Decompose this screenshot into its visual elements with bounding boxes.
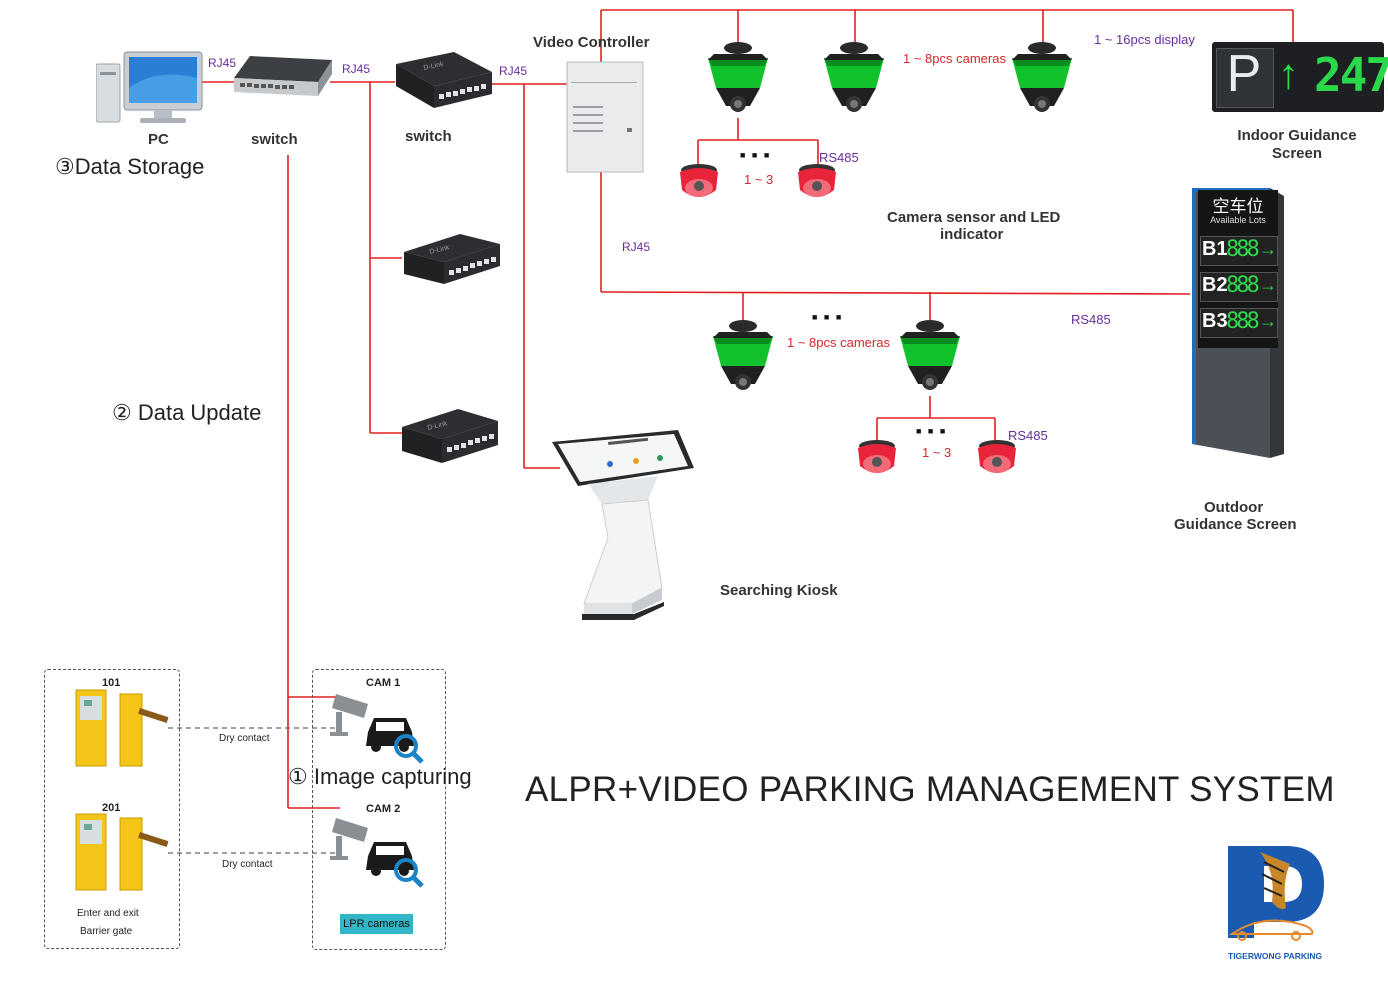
camera-sensor-label-2: indicator — [940, 226, 1004, 243]
floor-b1-count: 888 — [1226, 237, 1260, 262]
floor-b3-label: B3 — [1202, 310, 1228, 332]
svg-text:D-Link: D-Link — [427, 420, 449, 432]
svg-text:D-Link: D-Link — [423, 61, 445, 72]
dry-contact-2: Dry contact — [222, 859, 273, 870]
guidance-camera-1-icon — [708, 42, 768, 112]
indoor-screen-label: Indoor Guidance Screen — [1237, 127, 1357, 162]
guidance-camera-3-icon — [1012, 42, 1072, 112]
barrier-gate-2-icon — [75, 813, 169, 891]
switch-2-icon: D-Link — [396, 52, 492, 108]
up-arrow-icon: ↑ — [1278, 50, 1299, 97]
lpr-camera-group — [312, 669, 446, 950]
data-update-step: ② Data Update — [112, 400, 262, 425]
guidance-camera-4-icon — [713, 320, 773, 390]
floor-b2-count: 888 — [1226, 273, 1260, 298]
gate-caption-2: Barrier gate — [80, 926, 133, 937]
display-count-label: 1 ~ 16pcs display — [1094, 32, 1195, 47]
led-indicator-3-icon — [858, 440, 896, 473]
floor-b1-label: B1 — [1202, 238, 1228, 260]
led-indicator-1-icon — [680, 164, 718, 197]
lpr-camera-1-icon — [330, 694, 424, 764]
floor-row-b2: B2 888 → — [1200, 272, 1278, 302]
switch-1-label: switch — [251, 131, 298, 148]
available-lots-header-en: Available Lots — [1210, 215, 1266, 225]
led-indicator-4-icon — [978, 440, 1016, 473]
pc-label: PC — [148, 131, 169, 148]
right-arrow-icon: → — [1259, 239, 1277, 259]
right-arrow-icon: → — [1259, 311, 1277, 331]
guidance-camera-5-icon — [900, 320, 960, 390]
indoor-lot-count: 247 — [1314, 48, 1388, 102]
floor-row-b1: B1 888 → — [1200, 236, 1278, 266]
sensors-count-top: 1 ~ 3 — [744, 172, 774, 187]
outdoor-screen-label-1: Outdoor — [1204, 499, 1264, 516]
dots-bottom-sensors: ■ ■ ■ — [916, 426, 948, 436]
parking-p-sign: P — [1226, 45, 1262, 103]
lpr-cameras-badge: LPR cameras — [340, 914, 413, 934]
outdoor-screen-label-2: Guidance Screen — [1174, 516, 1297, 533]
indoor-guidance-screen: P ↑ 247 — [1212, 42, 1388, 112]
floor-b2-label: B2 — [1202, 274, 1228, 296]
barrier-gate-group — [44, 669, 180, 949]
cameras-count-top: 1 ~ 8pcs cameras — [903, 51, 1006, 66]
cameras-count-bottom: 1 ~ 8pcs cameras — [787, 335, 890, 350]
barrier-gate-1-icon — [75, 689, 169, 767]
logo-text: TIGERWONG PARKING — [1228, 951, 1323, 961]
available-lots-header-cn: 空车位 — [1212, 197, 1264, 217]
outdoor-guidance-screen: 空车位 Available Lots B1 888 → B2 888 → B3 … — [1198, 190, 1278, 348]
cam-1-label: CAM 1 — [366, 677, 401, 689]
dots-top-sensors: ■ ■ ■ — [740, 150, 772, 160]
guidance-camera-2-icon — [824, 42, 884, 112]
cam-2-label: CAM 2 — [366, 803, 401, 815]
data-storage-step: ③Data Storage — [55, 154, 205, 179]
right-arrow-icon: → — [1259, 275, 1277, 295]
camera-sensor-label-1: Camera sensor and LED — [887, 209, 1061, 226]
rs485-label-c: RS485 — [1008, 428, 1048, 443]
rj45-label-c: RJ45 — [499, 64, 528, 78]
video-controller-icon — [566, 61, 644, 173]
floor-b3-count: 888 — [1226, 309, 1260, 334]
switch-3-icon: D-Link — [404, 234, 500, 284]
page-title: ALPR+VIDEO PARKING MANAGEMENT SYSTEM — [525, 770, 1335, 809]
gate-caption-1: Enter and exit — [77, 908, 139, 919]
lpr-camera-2-icon — [330, 818, 424, 888]
switch-1-icon — [234, 56, 332, 96]
floor-row-b3: B3 888 → — [1200, 308, 1278, 338]
gate-2-number: 201 — [102, 802, 121, 814]
rj45-label-a: RJ45 — [208, 56, 237, 70]
rs485-label-a: RS485 — [819, 150, 859, 165]
rs485-label-b: RS485 — [1071, 312, 1111, 327]
kiosk-label: Searching Kiosk — [720, 582, 838, 599]
image-capturing-step: ① Image capturing — [288, 764, 472, 789]
video-controller-label: Video Controller — [533, 34, 650, 51]
led-indicator-2-icon — [798, 164, 836, 197]
pc-icon — [96, 51, 203, 123]
dots-middle-cameras: ■ ■ ■ — [812, 312, 844, 322]
rj45-label-b: RJ45 — [342, 62, 371, 76]
switch-4-icon: D-Link — [402, 409, 498, 463]
searching-kiosk-icon — [552, 430, 694, 620]
dry-contact-1: Dry contact — [219, 733, 270, 744]
svg-text:D-Link: D-Link — [429, 244, 451, 256]
sensors-count-bottom: 1 ~ 3 — [922, 445, 952, 460]
gate-1-number: 101 — [102, 677, 121, 689]
switch-2-label: switch — [405, 128, 452, 145]
rj45-label-d: RJ45 — [622, 240, 651, 254]
tigerwong-logo — [1228, 846, 1324, 941]
